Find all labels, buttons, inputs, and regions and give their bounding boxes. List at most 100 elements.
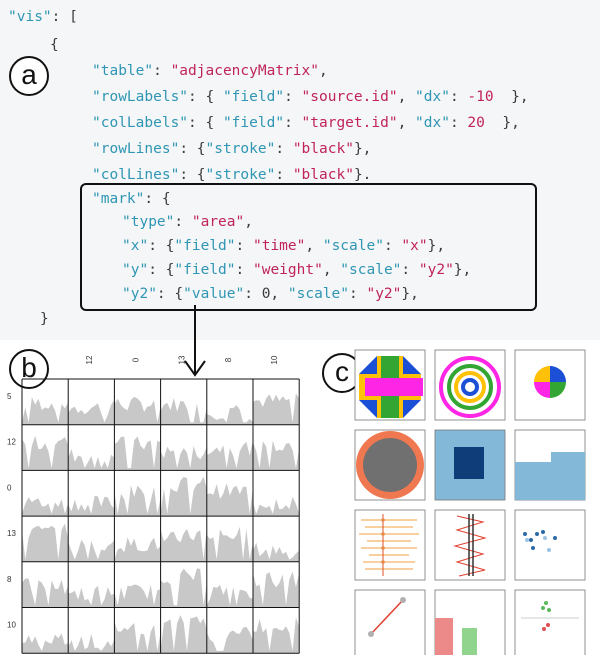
code-token: : (275, 167, 293, 183)
area-mark (253, 440, 300, 471)
code-token: "scale" (322, 238, 384, 254)
area-mark (253, 393, 300, 425)
area-mark (22, 523, 69, 562)
code-line: "y": {"field": "weight", "scale": "y2"}, (122, 262, 471, 278)
code-token: "y2" (366, 286, 402, 302)
code-token: : (284, 89, 302, 105)
code-token: "rowLines" (92, 141, 180, 157)
code-panel: "vis": [ { "table": "adjacencyMatrix", "row… (8, 9, 529, 327)
code-token: , (322, 262, 341, 278)
area-mark (253, 617, 300, 654)
code-token: "x" (401, 238, 428, 254)
area-mark (206, 439, 253, 471)
code-token: : (449, 89, 468, 105)
thumb-square (434, 429, 506, 501)
code-token: : (401, 262, 419, 278)
row-label: 13 (7, 529, 16, 538)
code-token: , (318, 63, 328, 79)
thumb-step-area (514, 429, 586, 501)
code-token: "table" (92, 63, 154, 79)
code-token: "field" (222, 89, 285, 105)
area-mark (114, 584, 161, 608)
code-token: : (235, 262, 253, 278)
code-token: "colLabels" (92, 115, 189, 131)
thumb-zigzag-lines (434, 509, 506, 581)
code-token: "source.id" (301, 89, 398, 105)
code-token: "x" (122, 238, 149, 254)
code-token: : (449, 115, 468, 131)
area-mark (114, 396, 161, 425)
thumb-scatter (514, 509, 586, 581)
code-token: "stroke" (205, 141, 276, 157)
code-token: "area" (191, 214, 245, 230)
thumb-bars (434, 589, 506, 655)
area-mark (206, 483, 253, 517)
code-line: "table": "adjacencyMatrix", (92, 63, 328, 79)
code-token: : (383, 238, 402, 254)
code-line: "mark": { (92, 191, 171, 207)
code-token: : { (179, 141, 206, 157)
row-label: 12 (7, 438, 16, 447)
code-token: : { (144, 191, 171, 207)
area-mark (68, 449, 115, 471)
area-mark (68, 539, 115, 562)
row-label: 5 (7, 392, 12, 401)
thumb-pie-glyph (514, 349, 586, 421)
area-mark (114, 436, 161, 471)
code-token: "rowLabels" (92, 89, 189, 105)
code-token: }, (484, 115, 520, 131)
code-token: "dx" (415, 115, 450, 131)
code-token: "y2" (122, 286, 157, 302)
code-line: "vis": [ (8, 9, 78, 25)
code-token: }, (427, 238, 446, 254)
code-line: "colLines": {"stroke": "black"}. (92, 167, 371, 183)
code-token: : { (156, 286, 184, 302)
col-label: 13 (178, 355, 187, 364)
code-token: "mark" (92, 191, 145, 207)
row-label: 10 (7, 621, 16, 630)
code-token: "field" (174, 262, 236, 278)
code-token: : (235, 238, 253, 254)
code-token: "black" (292, 167, 354, 183)
code-token: "adjacencyMatrix" (170, 63, 319, 79)
code-token: "field" (174, 238, 236, 254)
thumb-line-segment (354, 589, 426, 655)
area-mark (22, 397, 69, 425)
code-token: : (275, 141, 293, 157)
area-mark (253, 496, 300, 517)
area-mark (206, 526, 253, 562)
area-mark (206, 626, 253, 654)
code-token: : { (179, 167, 206, 183)
area-mark (253, 571, 300, 608)
area-mark (68, 634, 115, 654)
code-token: "time" (252, 238, 306, 254)
area-mark (206, 405, 253, 425)
code-line: } (40, 311, 49, 327)
col-label: 8 (224, 357, 233, 362)
code-line: "rowLabels": { "field": "source.id", "dx… (92, 89, 529, 105)
area-mark (68, 585, 115, 608)
area-mark (68, 495, 115, 517)
col-label: 0 (131, 357, 140, 362)
code-token: "dx" (415, 89, 450, 105)
area-mark (206, 584, 253, 608)
area-mark (68, 400, 115, 425)
row-label: 0 (7, 483, 12, 492)
code-token: "black" (292, 141, 354, 157)
col-label: 10 (270, 355, 279, 364)
code-line: "type": "area", (122, 214, 253, 230)
code-token: "target.id" (301, 115, 398, 131)
code-token: -10 (467, 89, 494, 105)
code-token: , (305, 238, 323, 254)
code-token: }, (453, 262, 472, 278)
code-token: : (153, 63, 171, 79)
code-token: : (174, 214, 192, 230)
code-token: { (50, 37, 59, 53)
code-token: : { (188, 115, 223, 131)
code-token: : 0, (244, 286, 288, 302)
area-mark (22, 497, 69, 517)
col-label: 12 (85, 355, 94, 364)
area-mark (114, 537, 161, 562)
area-mark (160, 568, 207, 608)
code-token: "y2" (418, 262, 454, 278)
